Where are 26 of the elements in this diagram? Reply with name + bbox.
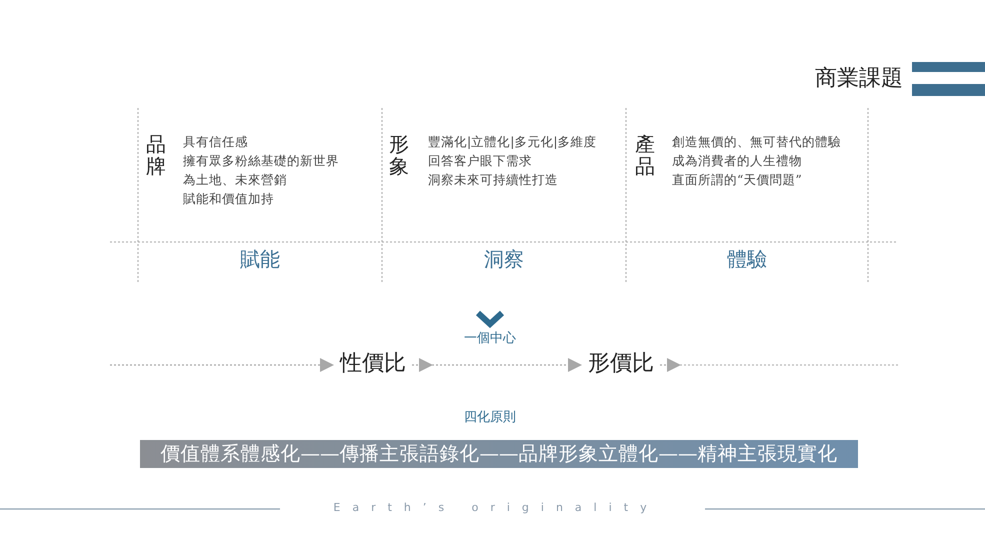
body-text: 豐滿化|立體化|多元化|多維度	[428, 135, 597, 150]
body-text: 為土地、未來營銷	[183, 173, 287, 188]
key-term: 性價比	[340, 351, 406, 376]
body-text: 回答客户眼下需求	[428, 154, 532, 168]
subheading: 一個中心	[464, 332, 516, 347]
body-text: 洞察未來可持續性打造	[428, 173, 558, 188]
body-text: 直面所謂的“天價問題”	[672, 173, 802, 188]
body-text: 擁有眾多粉絲基礎的新世界	[183, 154, 339, 168]
heading: 形象	[389, 133, 410, 177]
footer-slogan: Earth’s originality	[333, 502, 659, 515]
body-text: 成為消費者的人生禮物	[672, 154, 802, 168]
principle-banner: 價值體系體感化——傳播主張語錄化——品牌形象立體化——精神主張現實化	[140, 440, 858, 468]
key-term: 形價比	[588, 351, 654, 376]
body-text: 賦能和價值加持	[183, 192, 274, 206]
body-text: 創造無價的、無可替代的體驗	[672, 135, 841, 150]
arrow	[412, 358, 582, 372]
body-text: 具有信任感	[183, 135, 248, 150]
heading: 產品	[635, 133, 656, 177]
arrow	[660, 358, 681, 372]
subheading: 四化原則	[464, 411, 516, 426]
title: 商業課題	[815, 66, 903, 92]
keyword: 體驗	[727, 248, 767, 271]
keyword: 賦能	[240, 248, 280, 271]
heading: 品牌	[146, 133, 167, 177]
keyword: 洞察	[484, 248, 524, 271]
arrow	[110, 358, 334, 372]
